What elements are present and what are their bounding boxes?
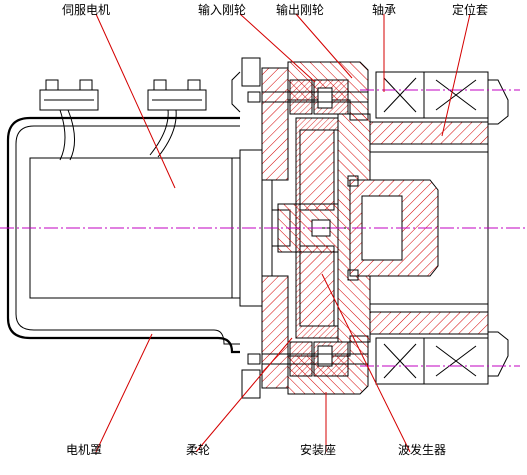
rigid-wheel-output (313, 79, 349, 377)
leader-lines (95, 13, 471, 453)
bolts (262, 91, 368, 365)
bearing-top (375, 71, 489, 119)
label-positioning-sleeve: 定位套 (452, 3, 489, 17)
motor-connector-left (39, 79, 99, 111)
label-motor-cover: 电机罩 (66, 443, 103, 457)
positioning-sleeve (369, 121, 489, 335)
label-output-rigid-wheel: 输出刚轮 (276, 3, 325, 17)
label-bearing: 轴承 (372, 3, 397, 17)
flexspline (295, 117, 339, 339)
motor-connector-right (147, 79, 207, 111)
output-shaft (337, 113, 439, 343)
label-servo-motor: 伺服电机 (62, 3, 111, 17)
label-flexspline: 柔轮 (186, 443, 211, 457)
motor-cables (59, 109, 177, 161)
motor-flange (261, 67, 289, 389)
label-wave-generator: 波发生器 (398, 443, 447, 457)
bearing-bottom (375, 337, 489, 385)
label-mounting-base: 安装座 (300, 443, 337, 457)
rigid-wheel-input (289, 79, 313, 377)
label-input-rigid-wheel: 输入刚轮 (198, 3, 247, 17)
motor-cover (6, 71, 241, 354)
